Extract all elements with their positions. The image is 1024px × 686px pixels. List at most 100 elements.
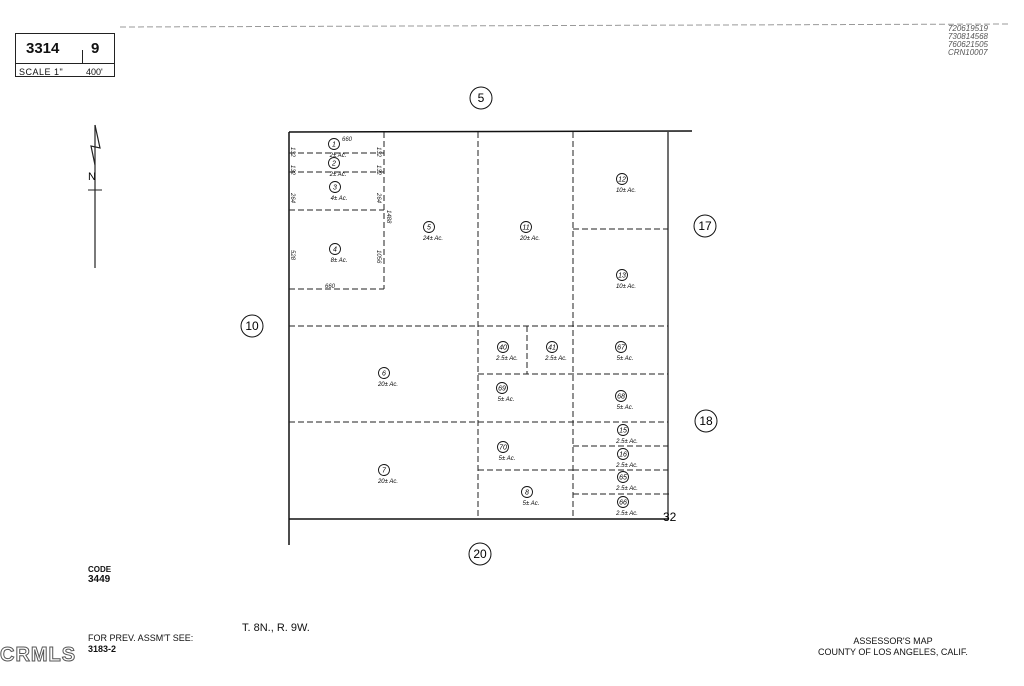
north-label: N (88, 171, 96, 183)
parcel-number-circle (615, 341, 627, 353)
parcel-number: 1 (332, 142, 336, 149)
prev-assessment-value: 3183-2 (88, 644, 117, 654)
parcel-area: 2.5± Ac. (615, 486, 638, 492)
parcel-number-circle (617, 471, 629, 483)
adjacent-section-right-lower: 18 (699, 414, 713, 428)
parcel-area: 2.5± Ac. (615, 511, 638, 517)
parcel-number-circle (615, 390, 627, 402)
scale-label: SCALE 1" (19, 67, 64, 77)
parcel-area: 8± Ac. (331, 258, 348, 264)
parcel-number-circle (328, 138, 340, 150)
parcel-number-circle (616, 269, 628, 281)
parcel-number-circle (616, 173, 628, 185)
parcel-number-circle (497, 341, 509, 353)
parcel-number: 65 (619, 475, 627, 482)
parcel-number: 41 (548, 345, 556, 352)
parcel-number: 66 (619, 500, 627, 507)
adjacent-sections: 5 10 17 18 20 (240, 86, 718, 566)
parcel-number: 15 (619, 428, 627, 435)
prev-assessment-label: FOR PREV. ASSM'T SEE: (88, 633, 194, 643)
parcel-number-circle (617, 496, 629, 508)
parcel-number: 6 (382, 371, 386, 378)
parcel-area: 5± Ac. (617, 356, 634, 362)
parcel-number-circle (497, 441, 509, 453)
parcel-number-circle (496, 382, 508, 394)
map-page-number: 9 (91, 40, 100, 57)
dim-side: 132 (375, 165, 381, 176)
map-title: ASSESSOR'S MAP (853, 636, 933, 646)
parcel-area: 24± Ac. (422, 236, 443, 242)
parcel-number: 4 (333, 247, 337, 254)
adjacent-section-circle (694, 409, 718, 433)
parcel-area: 2.5± Ac. (495, 356, 518, 362)
parcel-area: 2± Ac. (329, 172, 347, 178)
parcel-area: 5± Ac. (617, 405, 634, 411)
adjacent-section-circle (468, 542, 492, 566)
code-label: CODE (88, 565, 112, 574)
north-arrow-icon: N (88, 124, 102, 268)
dim-top-660: 660 (342, 137, 353, 143)
dim-side: 1056 (375, 250, 381, 264)
parcel-number-circle (546, 341, 558, 353)
map-book-number: 3314 (26, 40, 60, 57)
dim-side: 264 (289, 192, 295, 204)
index-box-rule (16, 63, 114, 64)
dim-side: 132 (289, 165, 295, 176)
dim-bottom-660: 660 (325, 284, 336, 290)
parcel-number: 11 (522, 225, 529, 232)
scale-value: 400' (86, 67, 103, 77)
parcel-number: 8 (525, 490, 529, 497)
dim-side: 132 (375, 147, 381, 158)
county-name: COUNTY OF LOS ANGELES, CALIF. (818, 647, 968, 657)
adjacent-section-circle (469, 86, 493, 110)
parcel-number: 40 (499, 345, 507, 352)
parcel-number: 5 (427, 225, 431, 232)
dim-side: 264 (375, 192, 381, 204)
dim-side: 132 (289, 147, 295, 158)
parcel-area: 5± Ac. (499, 456, 516, 462)
parcel-number-circle (328, 157, 340, 169)
sheet-edge-line (119, 23, 1011, 28)
parcel-number: 3 (333, 185, 337, 192)
reference-numbers: 720619519 730814568 760621505 CRN10007 (948, 25, 988, 57)
parcel-area: 2.5± Ac. (615, 463, 638, 469)
adjacent-section-circle (693, 214, 717, 238)
ref-number: 760621505 (947, 40, 988, 49)
parcel-number-circle (520, 221, 532, 233)
map-title-block: ASSESSOR'S MAP COUNTY OF LOS ANGELES, CA… (812, 636, 974, 658)
dim-side: 1488 (385, 210, 391, 224)
parcel-number: 12 (618, 177, 626, 184)
parcel-area: 4± Ac. (331, 196, 348, 202)
parcel-number-circle (378, 464, 390, 476)
parcel-number: 69 (498, 386, 506, 393)
parcel-number-circle (329, 243, 341, 255)
section-top-line (288, 130, 693, 133)
parcel-number: 68 (617, 394, 625, 401)
parcel-number: 7 (382, 468, 387, 475)
parcel-area: 20± Ac. (377, 479, 398, 485)
township-range: T. 8N., R. 9W. (242, 622, 310, 634)
watermark-logo: CRMLS (0, 644, 77, 667)
parcel-number-circle (423, 221, 435, 233)
map-index-box: 3314 9 SCALE 1" 400' (15, 33, 115, 77)
parcel-area: 5± Ac. (498, 397, 515, 403)
ref-number: CRN10007 (947, 48, 988, 57)
parcel-area: 5± Ac. (523, 501, 540, 507)
parcel-area: 2.5± Ac. (615, 439, 638, 445)
parcel-number: 13 (618, 273, 626, 280)
parcel-area: 20± Ac. (377, 382, 398, 388)
dim-side: 528 (289, 250, 295, 261)
parcel-area: 10± Ac. (616, 284, 636, 290)
parcel-lines (289, 132, 672, 519)
adjacent-section-right-upper: 17 (698, 219, 712, 233)
parcel-labels: 1 2± Ac. 2 2± Ac. 3 4± Ac. 4 8± Ac. 5 24± Ac. 11 20… (328, 138, 638, 517)
parcel-area: 10± Ac. (616, 188, 636, 194)
parcel-number: 70 (499, 445, 507, 452)
parcel-number-circle (617, 424, 629, 436)
parcel-number-circle (521, 486, 533, 498)
parcel-area: 2± Ac. (329, 153, 347, 159)
adjacent-section-circle (240, 314, 264, 338)
parcel-number: 2 (331, 161, 336, 168)
parcel-number-circle (329, 181, 341, 193)
